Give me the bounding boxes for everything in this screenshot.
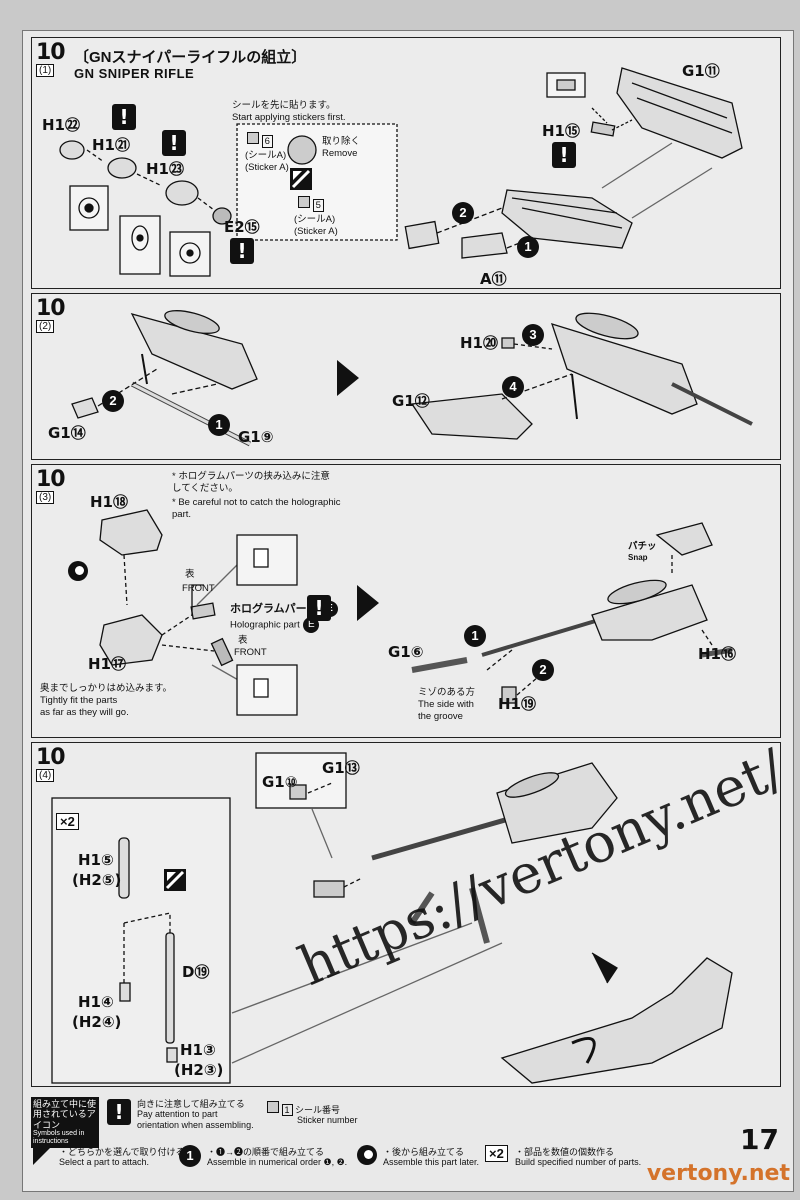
step-order-1-icon: 1 — [208, 414, 230, 436]
part-label-g1-14: G1⑭ — [48, 424, 86, 442]
step-order-icon: 1 — [179, 1145, 201, 1167]
step-number: 10 — [36, 467, 66, 492]
page-number: 17 — [740, 1123, 779, 1156]
substep-number: (3) — [36, 491, 55, 504]
front-label: FRONT — [234, 647, 267, 658]
legend-build: ・部品を数値の個数作る Build specified number of pa… — [515, 1147, 642, 1168]
rifle-stock-illustration — [71, 310, 753, 447]
part-label-d-19: D⑲ — [182, 963, 210, 981]
step-order-2-icon: 2 — [452, 202, 474, 224]
part-label-h2-5: (H2⑤) — [72, 871, 122, 889]
sticker-first-note-jp: シールを先に貼ります。 — [232, 100, 336, 111]
sticker-icon — [298, 196, 310, 208]
groove-side-note: ミゾのある方 The side with the groove — [418, 687, 476, 722]
attention-icon: ! — [307, 595, 331, 621]
rifle-muzzle-illustration — [59, 67, 743, 277]
symbol-legend: 組み立て中に使用されているアイコン Symbols used in instru… — [31, 1089, 779, 1187]
sticker-icon — [247, 132, 259, 144]
part-label-h1-16: H1⑯ — [698, 645, 736, 663]
legend-title: 組み立て中に使用されているアイコン Symbols used in instru… — [31, 1097, 99, 1149]
step-10-4-panel: 10 (4) — [31, 742, 781, 1087]
section-title-en: GN SNIPER RIFLE — [74, 66, 195, 81]
step-10-2-panel: 10 (2) 2 1 — [31, 293, 781, 460]
step-number: 10 — [36, 40, 66, 65]
step-order-1-icon: 1 — [517, 236, 539, 258]
step-order-4-icon: 4 — [502, 376, 524, 398]
part-label-g1-11: G1⑪ — [682, 62, 720, 80]
no-sticker-icon — [290, 168, 312, 190]
sticker-icon — [267, 1101, 279, 1113]
part-label-h2-3: (H2③) — [174, 1061, 224, 1079]
holographic-caution-en: * Be careful not to catch the holographi… — [172, 497, 341, 520]
remove-label: 取り除く Remove — [322, 136, 361, 159]
substep-number: (2) — [36, 320, 55, 333]
attention-icon: ! — [230, 238, 254, 264]
step-order-3-icon: 3 — [522, 324, 544, 346]
legend-order: ・❶→❷の順番で組み立てる Assemble in numerical orde… — [207, 1147, 348, 1168]
front-side-label: 表 — [238, 635, 248, 646]
part-label-h1-21: H1㉑ — [92, 136, 130, 154]
step-order-2-icon: 2 — [102, 390, 124, 412]
part-label-h1-22: H1㉒ — [42, 116, 80, 134]
build-quantity-badge: ×2 — [56, 813, 79, 830]
legend-select: ・どちらかを選んで取り付ける Select a part to attach. — [59, 1147, 185, 1168]
part-label-g1-12: G1⑫ — [392, 392, 430, 410]
sticker-a-label: (シールA) (Sticker A) — [294, 214, 338, 237]
part-label-h1-17: H1⑰ — [88, 655, 126, 673]
part-label-h1-15: H1⑮ — [542, 122, 580, 140]
part-label-h1-3: H1③ — [180, 1041, 216, 1059]
legend-later: ・後から組み立てる Assemble this part later. — [383, 1147, 480, 1168]
attention-icon: ! — [107, 1099, 131, 1125]
holographic-caution-jp: * ホログラムパーツの挟み込みに注意してください。 — [172, 471, 330, 494]
next-step-arrow-icon — [337, 360, 359, 396]
step-order-1-icon: 1 — [464, 625, 486, 647]
part-label-h2-4: (H2④) — [72, 1013, 122, 1031]
snap-label: パチッ Snap — [628, 541, 657, 562]
later-assembly-icon — [68, 561, 88, 581]
front-side-label: 表 — [185, 569, 195, 580]
part-label-h1-20: H1⑳ — [460, 334, 498, 352]
attention-icon: ! — [552, 142, 576, 168]
part-label-h1-23: H1㉓ — [146, 160, 184, 178]
part-label-h1-18: H1⑱ — [90, 493, 128, 511]
holographic-part-label-en: Holographic part E — [230, 617, 320, 633]
part-label-g1-6: G1⑥ — [388, 643, 424, 661]
step-order-2-icon: 2 — [532, 659, 554, 681]
instruction-page: 10 (1) 〔GNスナイパーライフルの組立〕 GN SNIPER RIFLE — [22, 30, 794, 1192]
sticker-number-6: 6 — [247, 132, 273, 148]
substep-number: (1) — [36, 64, 55, 77]
sticker-a-label: (シールA) (Sticker A) — [245, 150, 289, 173]
part-label-h1-5: H1⑤ — [78, 851, 114, 869]
attention-icon: ! — [162, 130, 186, 156]
watermark-footer: vertony.net — [646, 1161, 790, 1186]
legend-sticker-number: 1 シール番号 Sticker number — [267, 1101, 358, 1126]
substep-number: (4) — [36, 769, 55, 782]
rifle-bipod-illustration — [51, 752, 733, 1084]
part-label-a-11: A⑪ — [480, 270, 507, 288]
fit-tightly-note: 奥までしっかりはめ込みます。 Tightly fit the parts as … — [40, 683, 173, 718]
step-10-3-panel: 10 (3) — [31, 464, 781, 738]
sticker-number-5: 5 — [298, 196, 324, 212]
part-label-g1-10: G1⑩ — [262, 773, 298, 791]
front-label: FRONT — [182, 583, 215, 594]
rifle-scope-illustration — [99, 509, 733, 716]
section-title-jp: 〔GNスナイパーライフルの組立〕 — [74, 49, 307, 66]
part-label-g1-9: G1⑨ — [238, 428, 274, 446]
attention-icon: ! — [112, 104, 136, 130]
part-label-g1-13: G1⑬ — [322, 759, 360, 777]
part-label-h1-4: H1④ — [78, 993, 114, 1011]
build-quantity-badge: ×2 — [485, 1145, 508, 1162]
select-part-icon — [33, 1145, 53, 1165]
no-sticker-icon — [164, 869, 186, 891]
part-label-e2-15: E2⑮ — [224, 218, 260, 236]
legend-attention: 向きに注意して組み立てる Pay attention to part orien… — [137, 1099, 254, 1130]
step-10-1-panel: 10 (1) 〔GNスナイパーライフルの組立〕 GN SNIPER RIFLE — [31, 37, 781, 289]
sticker-first-note-en: Start applying stickers first. — [232, 112, 346, 123]
part-label-h1-19: H1⑲ — [498, 695, 536, 713]
step-number: 10 — [36, 745, 66, 770]
next-step-arrow-icon — [357, 585, 379, 621]
step-number: 10 — [36, 296, 66, 321]
later-assembly-icon — [357, 1145, 377, 1165]
